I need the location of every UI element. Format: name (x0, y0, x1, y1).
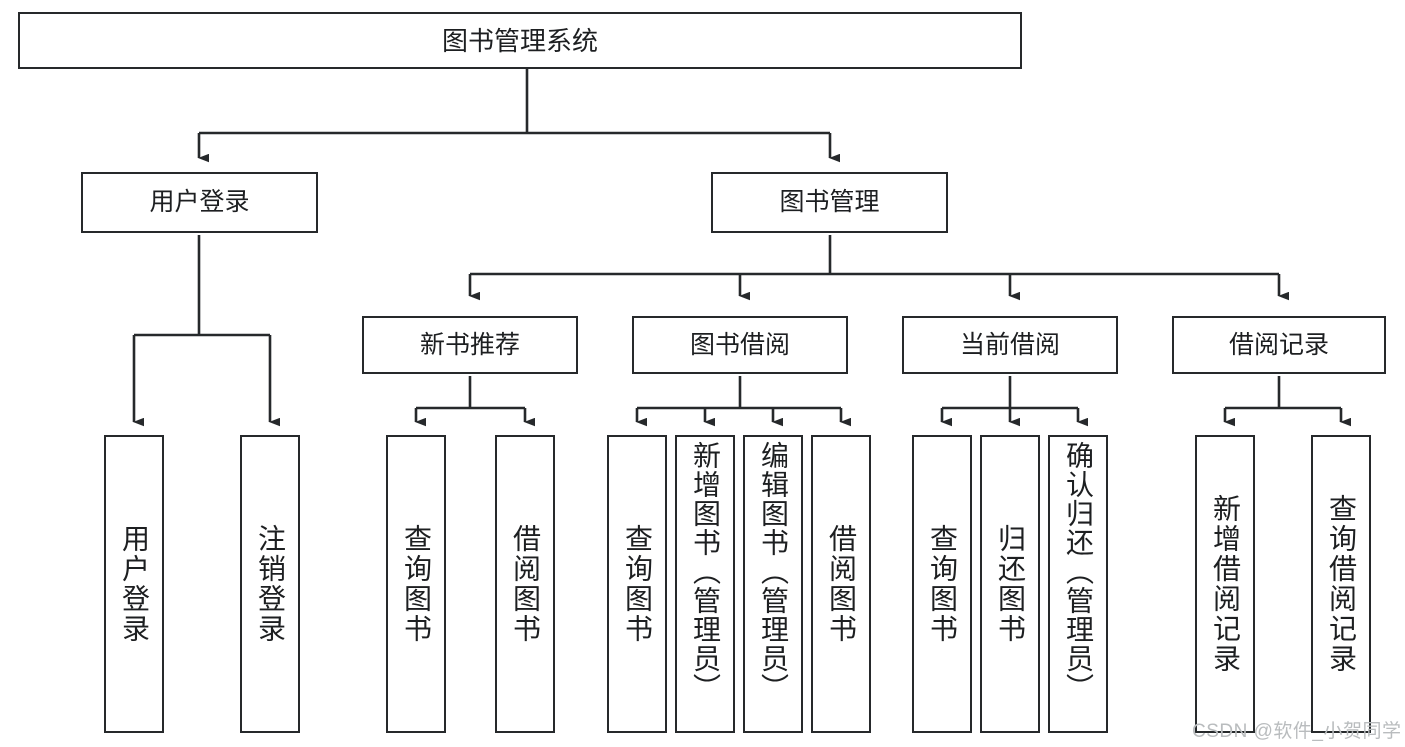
leaf-current-query-books[interactable]: 查询图书 (912, 435, 972, 733)
node-label: 查询图书 (401, 524, 432, 644)
node-book-management[interactable]: 图书管理 (711, 172, 948, 233)
leaf-record-query-borrow-record[interactable]: 查询借阅记录 (1311, 435, 1371, 733)
leaf-borrow-edit-book-admin[interactable]: 编辑图书（管理员） (743, 435, 803, 733)
leaf-borrow-borrow-books[interactable]: 借阅图书 (811, 435, 871, 733)
node-label: 用户登录 (119, 524, 150, 644)
node-label: 归还图书 (995, 524, 1026, 644)
node-label: 当前借阅 (959, 330, 1060, 359)
leaf-borrow-query-books[interactable]: 查询图书 (607, 435, 667, 733)
leaf-user-login-logout[interactable]: 注销登录 (240, 435, 300, 733)
leaf-borrow-add-book-admin[interactable]: 新增图书（管理员） (675, 435, 735, 733)
leaf-current-confirm-return-admin[interactable]: 确认归还（管理员） (1048, 435, 1108, 733)
node-label: 图书管理 (779, 188, 880, 216)
node-label: 新增借阅记录 (1210, 494, 1241, 674)
node-label: 编辑图书（管理员） (758, 441, 789, 702)
node-borrowing-record[interactable]: 借阅记录 (1172, 316, 1386, 374)
node-new-book-recommendation[interactable]: 新书推荐 (362, 316, 578, 374)
node-label: 图书管理系统 (441, 25, 598, 56)
leaf-new-book-query-books[interactable]: 查询图书 (386, 435, 446, 733)
leaf-user-login-login[interactable]: 用户登录 (104, 435, 164, 733)
node-root-book-management-system[interactable]: 图书管理系统 (18, 12, 1022, 69)
node-user-login[interactable]: 用户登录 (81, 172, 318, 233)
node-book-borrowing[interactable]: 图书借阅 (632, 316, 848, 374)
node-label: 借阅图书 (510, 524, 541, 644)
node-label: 查询图书 (622, 524, 653, 644)
node-label: 用户登录 (149, 188, 250, 216)
node-label: 图书借阅 (689, 330, 790, 359)
node-label: 确认归还（管理员） (1063, 441, 1094, 702)
node-label: 查询图书 (927, 524, 958, 644)
leaf-record-add-borrow-record[interactable]: 新增借阅记录 (1195, 435, 1255, 733)
node-current-borrowing[interactable]: 当前借阅 (902, 316, 1118, 374)
csdn-watermark: CSDN @软件_小贺同学 (1192, 721, 1402, 742)
node-label: 新书推荐 (419, 330, 520, 359)
leaf-new-book-borrow-books[interactable]: 借阅图书 (495, 435, 555, 733)
node-label: 注销登录 (255, 524, 286, 644)
node-label: 借阅记录 (1228, 330, 1329, 359)
node-label: 借阅图书 (826, 524, 857, 644)
leaf-current-return-books[interactable]: 归还图书 (980, 435, 1040, 733)
node-label: 查询借阅记录 (1326, 494, 1357, 674)
node-label: 新增图书（管理员） (690, 441, 721, 702)
